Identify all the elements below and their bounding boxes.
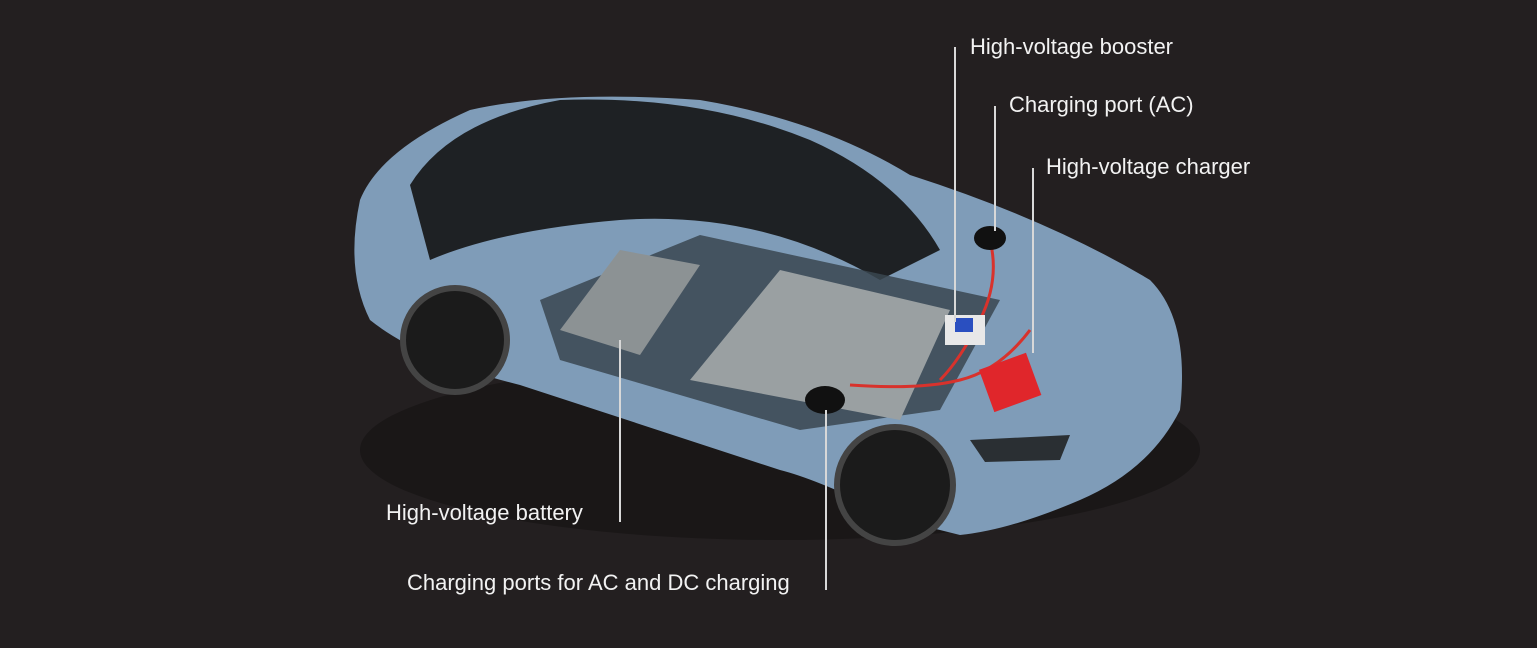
leader-line-port-ac xyxy=(994,106,996,231)
battery-rear-module xyxy=(560,250,700,355)
charging-port-ac xyxy=(974,226,1006,250)
hv-booster-core xyxy=(955,318,973,332)
leader-line-ports xyxy=(825,410,827,590)
headlight xyxy=(970,435,1070,462)
charging-port-dc xyxy=(805,386,845,414)
glass-roof xyxy=(410,99,940,280)
label-high-voltage-battery: High-voltage battery xyxy=(386,500,583,525)
leader-line-battery xyxy=(619,340,621,522)
hv-charger-box xyxy=(978,352,1042,413)
label-charging-port-ac: Charging port (AC) xyxy=(1009,92,1194,117)
leader-line-booster xyxy=(954,47,956,322)
label-charging-ports-ac-dc: Charging ports for AC and DC charging xyxy=(407,570,790,595)
leader-line-charger xyxy=(1032,168,1034,353)
rear-wheel xyxy=(400,285,510,395)
front-wheel xyxy=(834,424,956,546)
label-high-voltage-charger: High-voltage charger xyxy=(1046,154,1251,179)
battery-pack xyxy=(690,270,950,420)
label-high-voltage-booster: High-voltage booster xyxy=(970,34,1174,59)
